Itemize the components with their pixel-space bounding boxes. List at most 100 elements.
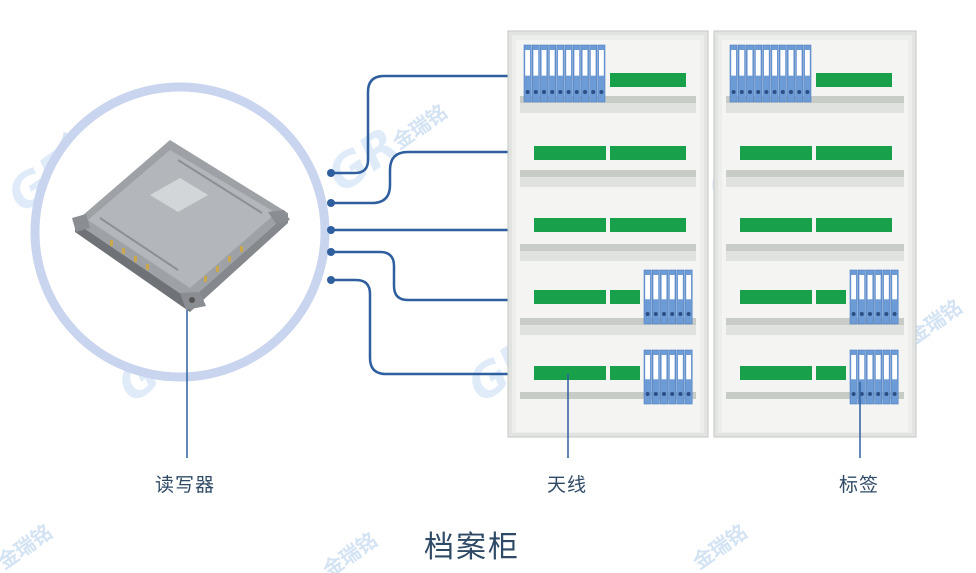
binder-ring-hole (645, 312, 650, 316)
binder-ring-hole (851, 392, 856, 396)
binder-ring-hole (884, 392, 889, 396)
binder-ring-hole (645, 392, 650, 396)
binder-label (859, 275, 865, 300)
binder-label (788, 50, 794, 76)
shelf-antennas (534, 73, 892, 380)
binder-label (653, 355, 659, 380)
binder-ring-hole (591, 90, 596, 94)
binder-ring-hole (533, 90, 538, 94)
binder-label (892, 355, 897, 380)
binder-label (566, 50, 571, 76)
binder-ring-hole (686, 392, 691, 396)
binder-label (851, 355, 856, 380)
binder-label (892, 275, 897, 300)
binder-label (669, 275, 675, 300)
binder-label (661, 275, 667, 300)
binder-ring-hole (876, 312, 881, 316)
binder-label (764, 50, 769, 76)
binder-ring-hole (583, 90, 587, 94)
binder-label (731, 50, 736, 76)
binder-label (747, 50, 753, 76)
binder-label (875, 355, 881, 380)
binder-ring-hole (662, 312, 666, 316)
binder-ring-hole (662, 392, 666, 396)
binder-ring-hole (542, 90, 546, 94)
watermark-text: 金瑞铭 (0, 520, 56, 573)
binder-ring-hole (599, 90, 604, 94)
file-binders (523, 44, 899, 405)
binder-ring-hole (670, 392, 675, 396)
binder-ring-hole (789, 90, 793, 94)
binder-label (805, 50, 810, 76)
antenna-label: 天线 (547, 474, 588, 496)
binder-label (867, 355, 873, 380)
binder-ring-hole (851, 312, 856, 316)
binder-label (884, 275, 889, 300)
binder-label (686, 355, 691, 380)
callout-lines (186, 310, 861, 458)
binder-ring-hole (748, 90, 752, 94)
binder-label (780, 50, 786, 76)
binder-ring-hole (892, 312, 897, 316)
binder-label (599, 50, 604, 76)
watermark-text: 金瑞铭 (688, 520, 752, 573)
binder-ring-hole (653, 312, 658, 316)
cable-port-dots (327, 169, 335, 284)
binder-label (686, 275, 691, 300)
binder-ring-hole (868, 312, 872, 316)
binder-label (875, 275, 881, 300)
binder-ring-hole (805, 90, 810, 94)
binder-label (739, 50, 745, 76)
rfid-reader-device (72, 140, 290, 312)
binder-label (669, 355, 675, 380)
binder-label (755, 50, 761, 76)
binder-label (678, 355, 683, 380)
binder-label (884, 355, 889, 380)
binder-ring-hole (756, 90, 761, 94)
binder-label (796, 50, 802, 76)
binder-ring-hole (525, 90, 530, 94)
binder-ring-hole (797, 90, 802, 94)
binder-label (549, 50, 555, 76)
reader-label: 读写器 (155, 474, 216, 496)
binder-label (590, 50, 596, 76)
binder-ring-hole (859, 392, 864, 396)
binder-ring-hole (550, 90, 555, 94)
binder-label (661, 355, 667, 380)
binder-label (867, 275, 873, 300)
binder-ring-hole (653, 392, 658, 396)
binder-ring-hole (558, 90, 563, 94)
binder-ring-hole (876, 392, 881, 396)
tag-label: 标签 (839, 474, 880, 496)
binder-ring-hole (686, 312, 691, 316)
cabinet-title: 档案柜 (424, 530, 520, 565)
watermark-text: 金瑞铭 (388, 100, 452, 155)
binder-ring-hole (739, 90, 744, 94)
binder-ring-hole (892, 392, 897, 396)
binder-label (653, 275, 659, 300)
binder-label (851, 275, 856, 300)
binder-ring-hole (884, 312, 889, 316)
binder-label (533, 50, 539, 76)
binder-ring-hole (574, 90, 579, 94)
binder-ring-hole (566, 90, 571, 94)
binder-ring-hole (780, 90, 785, 94)
binder-label (678, 275, 683, 300)
binder-label (772, 50, 777, 76)
binder-ring-hole (731, 90, 736, 94)
binder-label (525, 50, 530, 76)
binder-label (582, 50, 588, 76)
binder-label (645, 275, 650, 300)
binder-ring-hole (678, 312, 683, 316)
binder-ring-hole (772, 90, 777, 94)
antenna-cables (331, 74, 510, 376)
binder-label (645, 355, 650, 380)
binder-label (541, 50, 547, 76)
binder-ring-hole (868, 392, 872, 396)
binder-ring-hole (764, 90, 769, 94)
binder-ring-hole (670, 312, 675, 316)
binder-ring-hole (859, 312, 864, 316)
binder-label (558, 50, 563, 76)
binder-label (574, 50, 580, 76)
